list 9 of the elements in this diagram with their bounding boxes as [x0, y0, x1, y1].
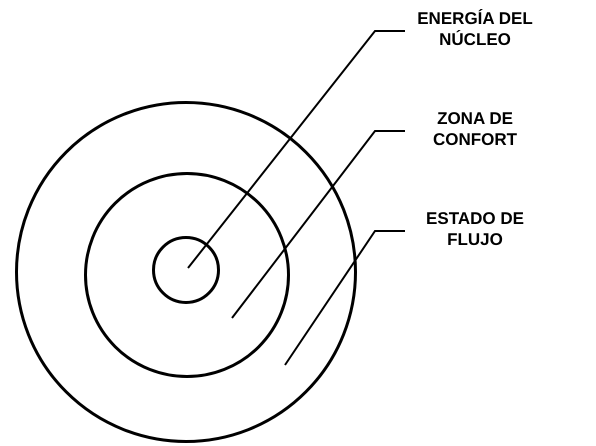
- ring-label: ESTADO DE FLUJO: [400, 208, 550, 250]
- ring-label: ENERGÍA DEL NÚCLEO: [400, 8, 550, 50]
- leader-line: [284, 230, 405, 366]
- leader-line: [187, 30, 405, 269]
- ring-label: ZONA DE CONFORT: [400, 108, 550, 150]
- leader-line: [231, 130, 405, 319]
- ring-circle: [152, 236, 220, 304]
- ring-circle: [15, 101, 357, 443]
- ring-circle: [84, 172, 290, 378]
